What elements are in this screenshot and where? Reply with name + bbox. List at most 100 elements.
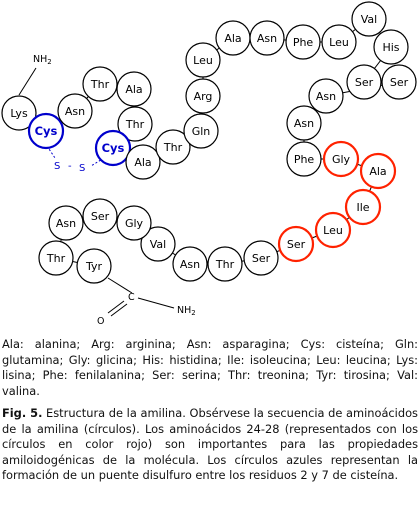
residue-circle	[249, 20, 285, 56]
disulfide-sulfur-2: S	[79, 163, 85, 174]
disulfide-bond-left	[46, 145, 56, 159]
residue-circle	[286, 141, 322, 177]
residue-label: Gly	[125, 217, 144, 230]
residue-label: Asn	[56, 217, 76, 230]
residue-circle	[76, 248, 112, 284]
residue-circle	[286, 105, 322, 141]
residue-circle	[344, 188, 382, 226]
residue-circle	[185, 78, 221, 114]
residue-3-asn: Asn	[57, 93, 93, 129]
c-terminal-amide-bond	[137, 297, 175, 309]
residue-label: Ala	[125, 83, 142, 96]
residue-circle	[172, 246, 208, 282]
residue-label: Phe	[294, 153, 315, 166]
residue-circle	[373, 29, 409, 65]
residue-18-his: His	[373, 29, 409, 65]
residue-34-ser: Ser	[82, 198, 118, 234]
residue-circle	[117, 106, 153, 142]
residue-23-phe: Phe	[286, 141, 322, 177]
residue-37-tyr: Tyr	[76, 248, 112, 284]
residue-19-ser: Ser	[346, 64, 382, 100]
residue-label: Ala	[369, 165, 386, 178]
residue-label: Gln	[192, 125, 211, 138]
residue-20-ser: Ser	[381, 64, 417, 100]
residue-10-gln: Gln	[183, 113, 219, 149]
residue-label: Ser	[91, 210, 110, 223]
disulfide-dash: -	[68, 161, 72, 172]
residue-circle	[82, 66, 118, 102]
residue-circle	[243, 240, 279, 276]
residue-circle	[314, 211, 352, 249]
residue-7-cys: Cys	[94, 129, 132, 167]
residue-33-gly: Gly	[116, 205, 152, 241]
residue-circle	[346, 64, 382, 100]
residue-13-ala: Ala	[215, 20, 251, 56]
residue-circle	[207, 246, 243, 282]
residue-24-gly: Gly	[322, 140, 360, 178]
residue-circle	[27, 112, 65, 150]
residue-circle	[140, 226, 176, 262]
residue-circle	[94, 129, 132, 167]
disulfide-sulfur-1: S	[54, 161, 60, 172]
residue-circle	[381, 64, 417, 100]
residue-circle	[82, 198, 118, 234]
terminal-groups: NH2 C O NH2 S - S	[18, 54, 196, 327]
residue-label: Leu	[193, 54, 213, 67]
residue-label: Asn	[65, 105, 85, 118]
residue-32-val: Val	[140, 226, 176, 262]
residue-circle	[125, 144, 161, 180]
residue-28-ser: Ser	[277, 225, 315, 263]
residue-label: Ser	[287, 238, 306, 251]
residue-label: Lys	[10, 107, 28, 120]
residue-label: Cys	[102, 141, 125, 155]
c-terminal-bond	[107, 277, 133, 294]
residue-circle	[277, 225, 315, 263]
residue-label: Phe	[293, 36, 314, 49]
residue-circle	[38, 240, 74, 276]
residue-label: Ser	[355, 76, 374, 89]
residue-16-leu: Leu	[321, 24, 357, 60]
residue-21-asn: Asn	[308, 78, 344, 114]
residue-circle	[48, 205, 84, 241]
residue-label: Thr	[125, 118, 145, 131]
residue-circle	[185, 42, 221, 78]
c-terminal-carbon: C	[128, 292, 135, 303]
figure-label: Fig. 5.	[2, 406, 43, 420]
residue-circle	[57, 93, 93, 129]
figure-caption: Ala: alanina; Arg: arginina; Asn: aspara…	[2, 337, 418, 484]
residue-label: Leu	[323, 224, 343, 237]
residue-label: Thr	[90, 78, 110, 91]
residue-11-arg: Arg	[185, 78, 221, 114]
residue-label: His	[382, 41, 399, 54]
c-terminal-oxygen: O	[97, 316, 104, 327]
residue-8-ala: Ala	[125, 144, 161, 180]
residue-label: Thr	[163, 141, 183, 154]
residue-label: Asn	[257, 32, 277, 45]
residue-circle	[321, 24, 357, 60]
residue-label: Ile	[356, 201, 369, 214]
residue-4-thr: Thr	[82, 66, 118, 102]
residue-6-thr: Thr	[117, 106, 153, 142]
n-terminal-bond	[18, 67, 37, 96]
residue-25-ala: Ala	[359, 152, 397, 190]
residue-circle	[155, 129, 191, 165]
residue-29-ser: Ser	[243, 240, 279, 276]
residue-27-leu: Leu	[314, 211, 352, 249]
residue-35-asn: Asn	[48, 205, 84, 241]
residue-12-leu: Leu	[185, 42, 221, 78]
residue-9-thr: Thr	[155, 129, 191, 165]
residue-label: Asn	[294, 117, 314, 130]
residue-label: Tyr	[85, 260, 103, 273]
residue-1-lys: Lys	[1, 95, 37, 131]
residue-14-asn: Asn	[249, 20, 285, 56]
residue-label: Gly	[332, 153, 351, 166]
residue-label: Val	[361, 13, 377, 26]
residue-26-ile: Ile	[344, 188, 382, 226]
residue-label: Arg	[194, 90, 213, 103]
abbreviations-text: Ala: alanina; Arg: arginina; Asn: aspara…	[2, 337, 418, 398]
residue-circle	[183, 113, 219, 149]
residue-22-asn: Asn	[286, 105, 322, 141]
figure-description: Fig. 5. Estructura de la amilina. Obsérv…	[2, 406, 418, 484]
